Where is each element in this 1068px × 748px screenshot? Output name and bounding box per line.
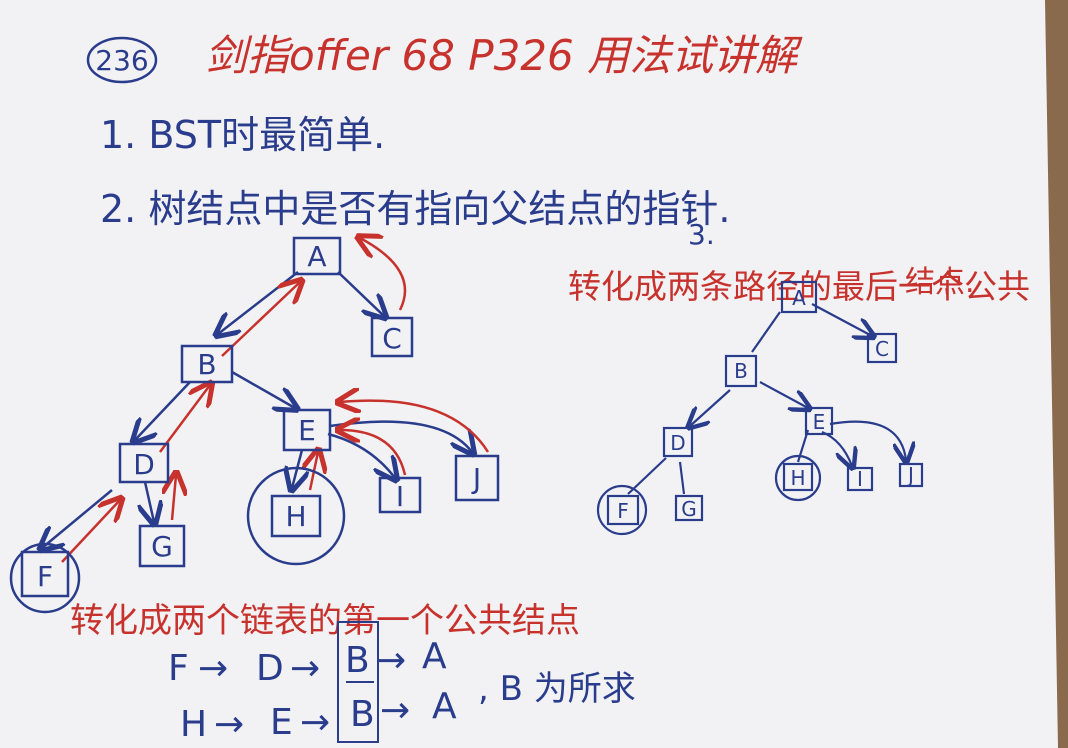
left-node-b-box [180,344,234,384]
note-line-3-number: 3. [688,218,715,251]
left-node-i: I [396,480,404,513]
right-node-j-box [898,462,924,488]
left-tree-edges [42,271,472,548]
note-line-1: 1. BST时最简单. [100,113,385,157]
right-node-h-box [782,462,814,492]
page-number: 236 [95,44,148,77]
left-node-h-box [270,494,322,538]
list1-arrow-2: → [290,648,320,689]
common-node-box [337,621,379,743]
list2-arrow-1: → [214,704,244,745]
list1-node-d: D [256,648,284,689]
right-node-i-box [846,466,874,492]
right-node-g-box [674,494,704,522]
left-node-j-box [454,454,500,502]
left-node-g: G [151,530,173,563]
right-tree-boxes [596,280,924,536]
right-node-g: G [681,497,697,521]
left-node-c-box [370,316,414,358]
linked-list-1: F → D → B → A [168,636,447,689]
right-node-f-box [606,494,640,526]
left-node-i-box [378,476,422,514]
left-node-f-box [20,550,70,598]
left-node-e: E [298,414,316,447]
right-node-a-box [780,280,818,314]
right-tree-labels: A C B E D F G H I J [617,286,914,523]
list1-node-b: B [345,640,370,681]
left-node-d: D [133,448,155,481]
left-node-e-box [282,408,332,452]
list2-node-a: A [432,686,457,727]
list2-node-h: H [180,704,207,745]
right-node-c: C [875,337,889,361]
right-tree-edges [627,303,906,495]
note-line-3-text: 转化成两条路径的最后一个公共 [568,267,1030,306]
right-node-d-box [662,426,694,458]
right-node-e: E [813,410,826,434]
right-node-h-circle [774,454,822,502]
list1-node-f: F [168,648,189,689]
right-node-i: I [857,467,863,491]
page-number-circle [86,36,158,84]
right-node-f-circle [596,484,648,536]
list1-arrow-3: → [376,640,406,681]
note-line-3-text-cont: 结点. [905,265,975,300]
left-node-g-box [138,524,186,568]
left-node-f: F [37,560,53,593]
left-tree-boxes [9,236,500,614]
right-node-c-box [866,332,898,364]
right-node-j: J [906,463,914,487]
left-node-a: A [307,240,326,273]
right-node-e-box [804,406,834,436]
left-node-a-box [292,236,342,276]
page-title: 剑指offer 68 P326 用法试讲解 [205,31,803,80]
right-node-f: F [617,499,629,523]
left-node-j: J [471,462,481,495]
left-node-c: C [382,322,402,355]
right-node-h: H [790,466,805,490]
left-node-h: H [285,500,306,533]
list2-arrow-2: → [300,702,330,743]
list1-node-a: A [422,636,447,677]
left-node-b: B [197,348,216,381]
note-line-2: 2. 树结点中是否有指向父结点的指针. [100,187,730,231]
right-node-b-box [724,354,758,388]
answer-text: , B 为所求 [478,669,636,709]
left-node-f-circle [9,542,81,614]
left-node-h-circle [246,466,346,566]
right-node-a: A [792,286,806,310]
left-tree-labels: A C B E D G H I J F [37,240,481,593]
list2-node-e: E [270,702,293,743]
right-node-b: B [734,359,748,383]
list2-node-b: B [350,694,375,735]
right-node-d: D [670,431,685,455]
linked-list-2: H → E → B → A [180,686,457,745]
bottom-heading: 转化成两个链表的第一个公共结点 [70,601,580,641]
left-node-d-box [118,442,170,484]
left-tree-red-arrows [61,238,490,563]
list2-arrow-3: → [380,690,410,731]
list1-arrow-1: → [198,648,228,689]
